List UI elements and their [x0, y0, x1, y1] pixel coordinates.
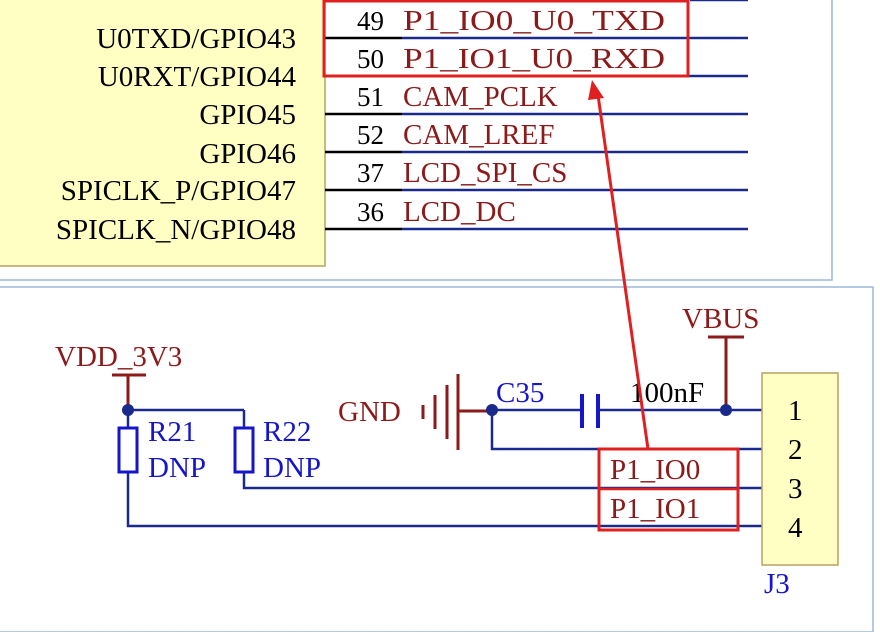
mcu-pin-name: U0TXD/GPIO43 — [96, 23, 296, 55]
mcu-net-label: LCD_SPI_CS — [403, 157, 567, 189]
connector-pin-number: 2 — [788, 434, 803, 466]
highlight-box-mcu-uart — [322, 0, 690, 78]
connector-net-label: P1_IO1 — [610, 493, 700, 525]
mcu-sheet-border — [0, 0, 833, 281]
connector-pin-number: 1 — [788, 395, 803, 427]
mcu-net-label: LCD_DC — [403, 196, 516, 228]
mcu-net-label: CAM_LREF — [403, 119, 554, 151]
resistor-r21-body — [117, 426, 139, 474]
mcu-pin-name: GPIO45 — [199, 99, 296, 131]
wire-r22-to-pin3 — [242, 472, 762, 490]
mcu-net-label: CAM_PCLK — [403, 81, 558, 113]
connector-j3-body — [761, 372, 839, 566]
resistor-r22-ref: R22 — [263, 416, 311, 448]
mcu-pin-number: 51 — [357, 82, 384, 112]
mcu-pin-name: GPIO46 — [199, 138, 296, 170]
mcu-pin-number: 49 — [357, 6, 384, 36]
mcu-pin-name: SPICLK_N/GPIO48 — [56, 214, 296, 246]
connector-ref: J3 — [764, 568, 790, 600]
mcu-net-label: P1_IO1_U0_RXD — [403, 43, 665, 75]
capacitor-ref: C35 — [496, 377, 544, 409]
mcu-pin-number: 37 — [357, 158, 384, 188]
mcu-pin-number: 50 — [357, 44, 384, 74]
highlight-arrow — [588, 80, 650, 450]
connector-net-label: P1_IO0 — [610, 454, 700, 486]
connector-sheet-border — [0, 286, 874, 632]
mcu-sheet: U0TXD/GPIO43 U0RXT/GPIO44 GPIO45 GPIO46 … — [0, 0, 833, 281]
mcu-net-label: P1_IO0_U0_TXD — [403, 5, 665, 37]
arrow-head — [588, 80, 604, 100]
connector-sheet: VDD_3V3 VBUS GND — [0, 286, 874, 632]
junction-dot-vdd — [122, 404, 134, 416]
resistor-r21-ref: R21 — [148, 416, 196, 448]
mcu-pin-name: SPICLK_P/GPIO47 — [61, 175, 296, 207]
wire-r21-to-pin4 — [126, 472, 762, 528]
connector-pin-number: 3 — [788, 473, 803, 505]
vdd-label: VDD_3V3 — [55, 341, 182, 373]
mcu-chip-body — [0, 0, 326, 267]
gnd-label: GND — [338, 396, 401, 428]
junction-dot-vbus — [720, 404, 732, 416]
mcu-pin-number: 52 — [357, 120, 384, 150]
mcu-pin-name: U0RXT/GPIO44 — [98, 61, 297, 93]
mcu-pin-number: 36 — [357, 197, 384, 227]
junction-dot-gnd — [486, 404, 498, 416]
resistor-r22-value: DNP — [263, 452, 321, 484]
resistor-r22-body — [233, 426, 255, 474]
wire-gnd-to-pin2 — [490, 410, 762, 451]
connector-pin-number: 4 — [788, 512, 803, 544]
vbus-label: VBUS — [682, 303, 759, 335]
resistor-r21-value: DNP — [148, 452, 206, 484]
